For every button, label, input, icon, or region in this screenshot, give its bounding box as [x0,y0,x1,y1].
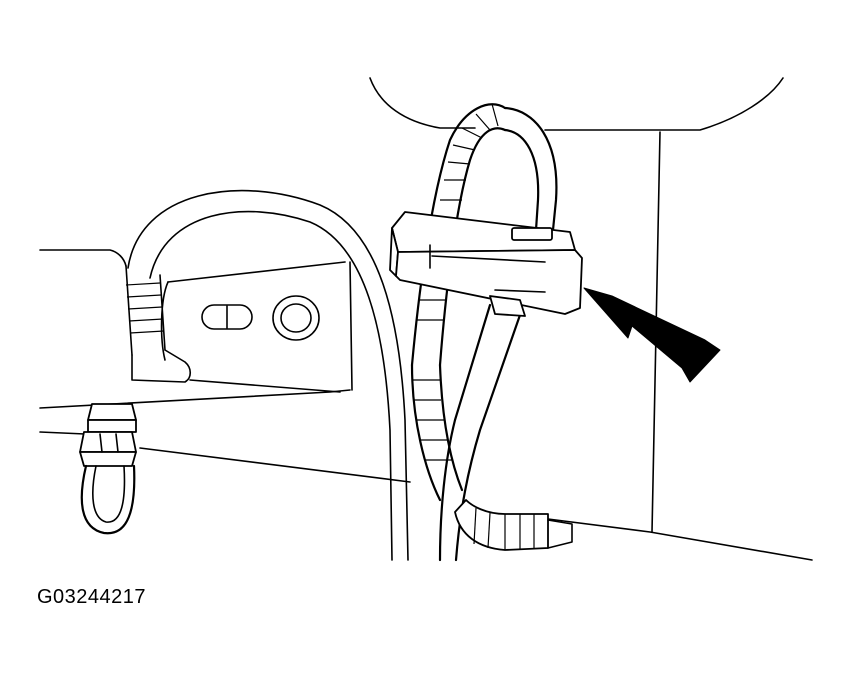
bolt-assembly [79,403,137,467]
left-corrugated-fitting [125,265,192,383]
figure-code: G03244217 [37,586,147,608]
lower-corrugated-hose [454,499,573,551]
u-bend-hose [80,464,136,535]
bracket-hole [272,295,320,341]
pointer-arrow [583,287,721,383]
tube-loop [438,106,558,562]
retaining-clip [389,211,583,317]
bracket-slot [201,304,253,330]
mounting-bracket [160,261,346,393]
frame-rail [39,249,813,561]
large-hose [127,189,409,561]
